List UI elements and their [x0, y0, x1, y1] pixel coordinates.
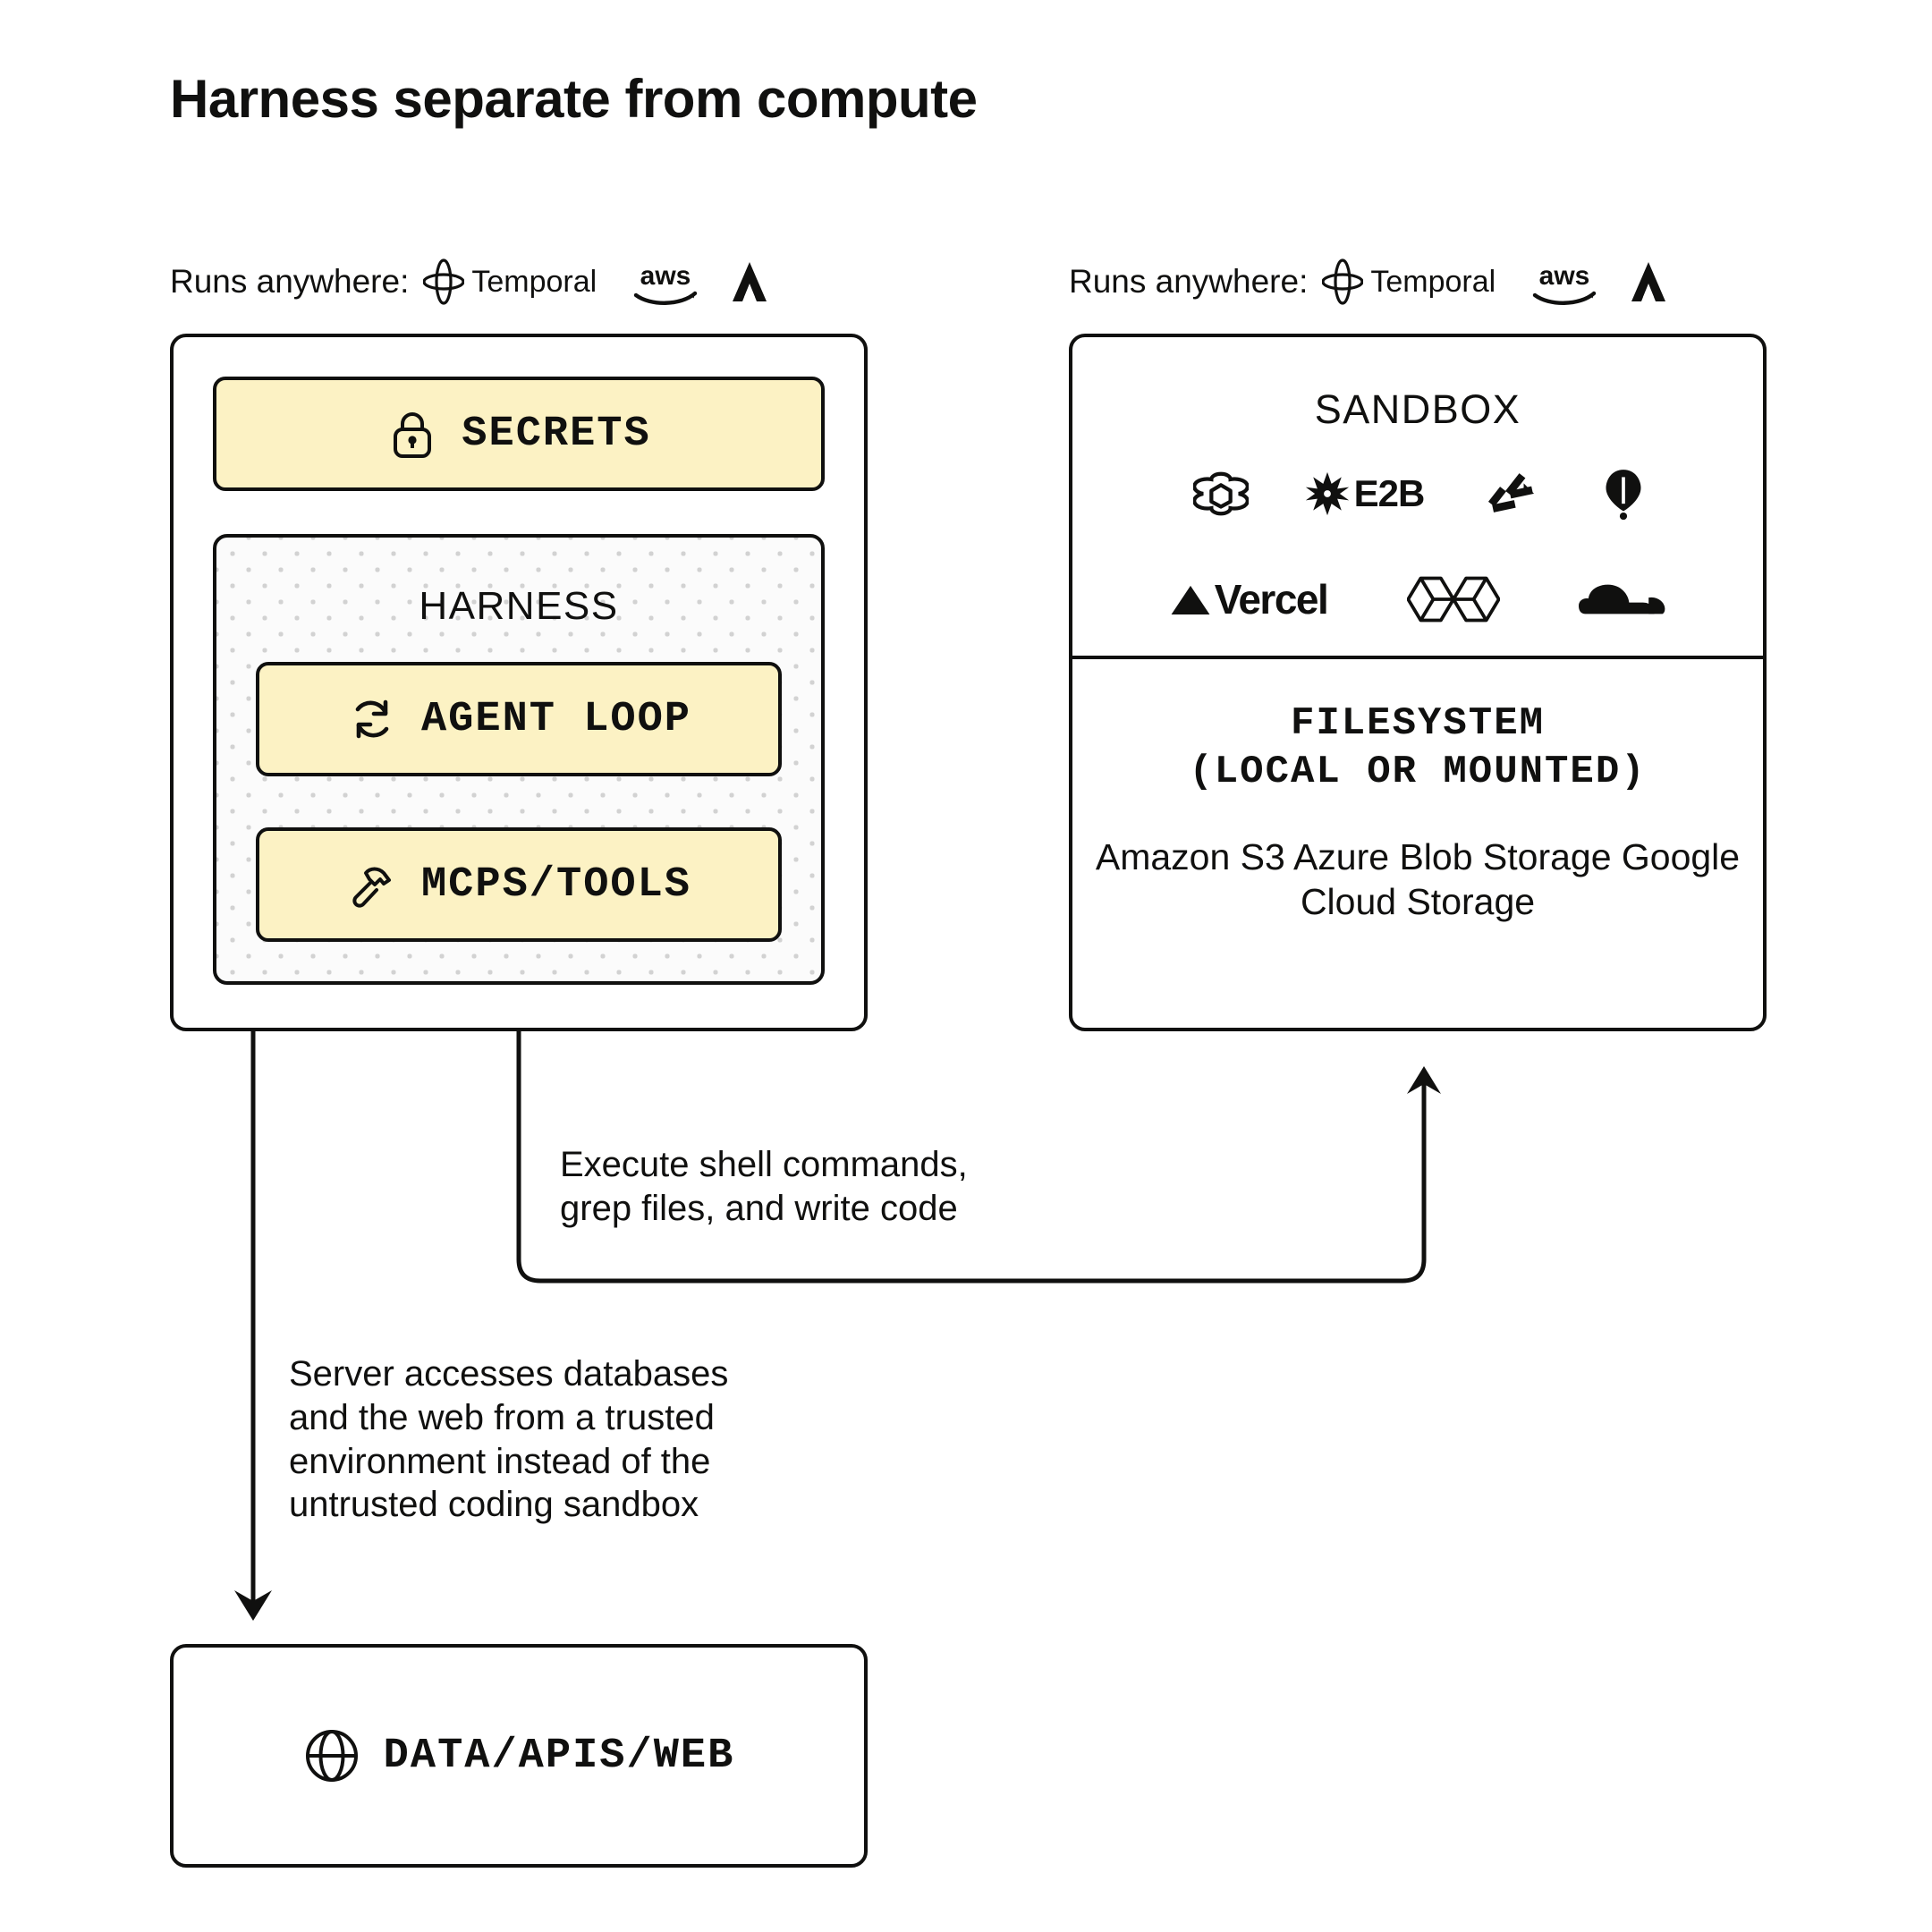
sandbox-logo-row-2: Vercel	[1072, 568, 1763, 631]
agent-loop-row[interactable]: AGENT LOOP	[256, 662, 782, 776]
secrets-label: SECRETS	[462, 410, 651, 458]
cloudflare-logo	[1543, 576, 1704, 623]
data-apis-web-content: DATA/APIS/WEB	[174, 1648, 864, 1864]
sandbox-filesystem-box: SANDBOX E2B	[1069, 334, 1767, 1031]
aws-logo-left: aws	[627, 258, 704, 306]
openai-logo	[1163, 466, 1279, 521]
mcps-tools-label: MCPS/TOOLS	[420, 860, 692, 909]
sandbox-title: SANDBOX	[1314, 386, 1521, 432]
harness-title: HARNESS	[419, 584, 619, 628]
arrowhead-to-sandbox	[1407, 1066, 1441, 1094]
vercel-logo: Vercel	[1131, 575, 1364, 623]
agent-loop-label: AGENT LOOP	[420, 695, 692, 743]
azure-logo-right	[1630, 260, 1667, 303]
sandbox-logo-row-1: E2B	[1072, 462, 1763, 525]
sandbox-filesystem-divider	[1069, 656, 1767, 659]
filesystem-title: FILESYSTEM (LOCAL OR MOUNTED)	[1189, 701, 1647, 794]
azure-logo-left	[731, 260, 768, 303]
svg-text:aws: aws	[1539, 261, 1590, 291]
vercel-wordmark: Vercel	[1214, 576, 1329, 623]
filesystem-provider-list: Amazon S3 Azure Blob Storage Google Clou…	[1095, 836, 1741, 923]
lock-icon	[386, 408, 438, 460]
temporal-wordmark-right: Temporal	[1370, 264, 1496, 299]
runs-anywhere-header-right: Runs anywhere: Temporal aws	[1069, 255, 1667, 309]
data-apis-web-box[interactable]: DATA/APIS/WEB	[170, 1644, 868, 1868]
aws-logo-right: aws	[1526, 258, 1603, 306]
fly-io-balloon-logo	[1574, 467, 1673, 521]
globe-icon	[303, 1727, 360, 1784]
hammer-icon	[346, 859, 398, 911]
mcps-tools-row[interactable]: MCPS/TOOLS	[256, 827, 782, 942]
runs-anywhere-header-left: Runs anywhere: Temporal aws	[170, 255, 768, 309]
modal-logo	[1364, 572, 1543, 627]
temporal-logo-left	[422, 258, 465, 305]
e2b-logo: E2B	[1279, 470, 1449, 517]
svg-text:aws: aws	[640, 261, 691, 291]
annotation-execute-shell: Execute shell commands, grep files, and …	[560, 1145, 968, 1228]
annotation-server-access: Server accesses databases and the web fr…	[289, 1354, 729, 1525]
data-apis-web-label: DATA/APIS/WEB	[383, 1732, 735, 1780]
arrowhead-to-data	[234, 1590, 272, 1621]
daytona-logo	[1449, 468, 1574, 520]
temporal-logo-right	[1321, 258, 1364, 305]
runs-anywhere-label-right: Runs anywhere:	[1069, 263, 1309, 300]
runs-anywhere-label-left: Runs anywhere:	[170, 263, 410, 300]
page-title: Harness separate from compute	[170, 69, 978, 129]
secrets-row[interactable]: SECRETS	[213, 377, 825, 491]
temporal-wordmark-left: Temporal	[471, 264, 597, 299]
refresh-loop-icon	[346, 693, 398, 745]
e2b-wordmark: E2B	[1353, 472, 1426, 514]
